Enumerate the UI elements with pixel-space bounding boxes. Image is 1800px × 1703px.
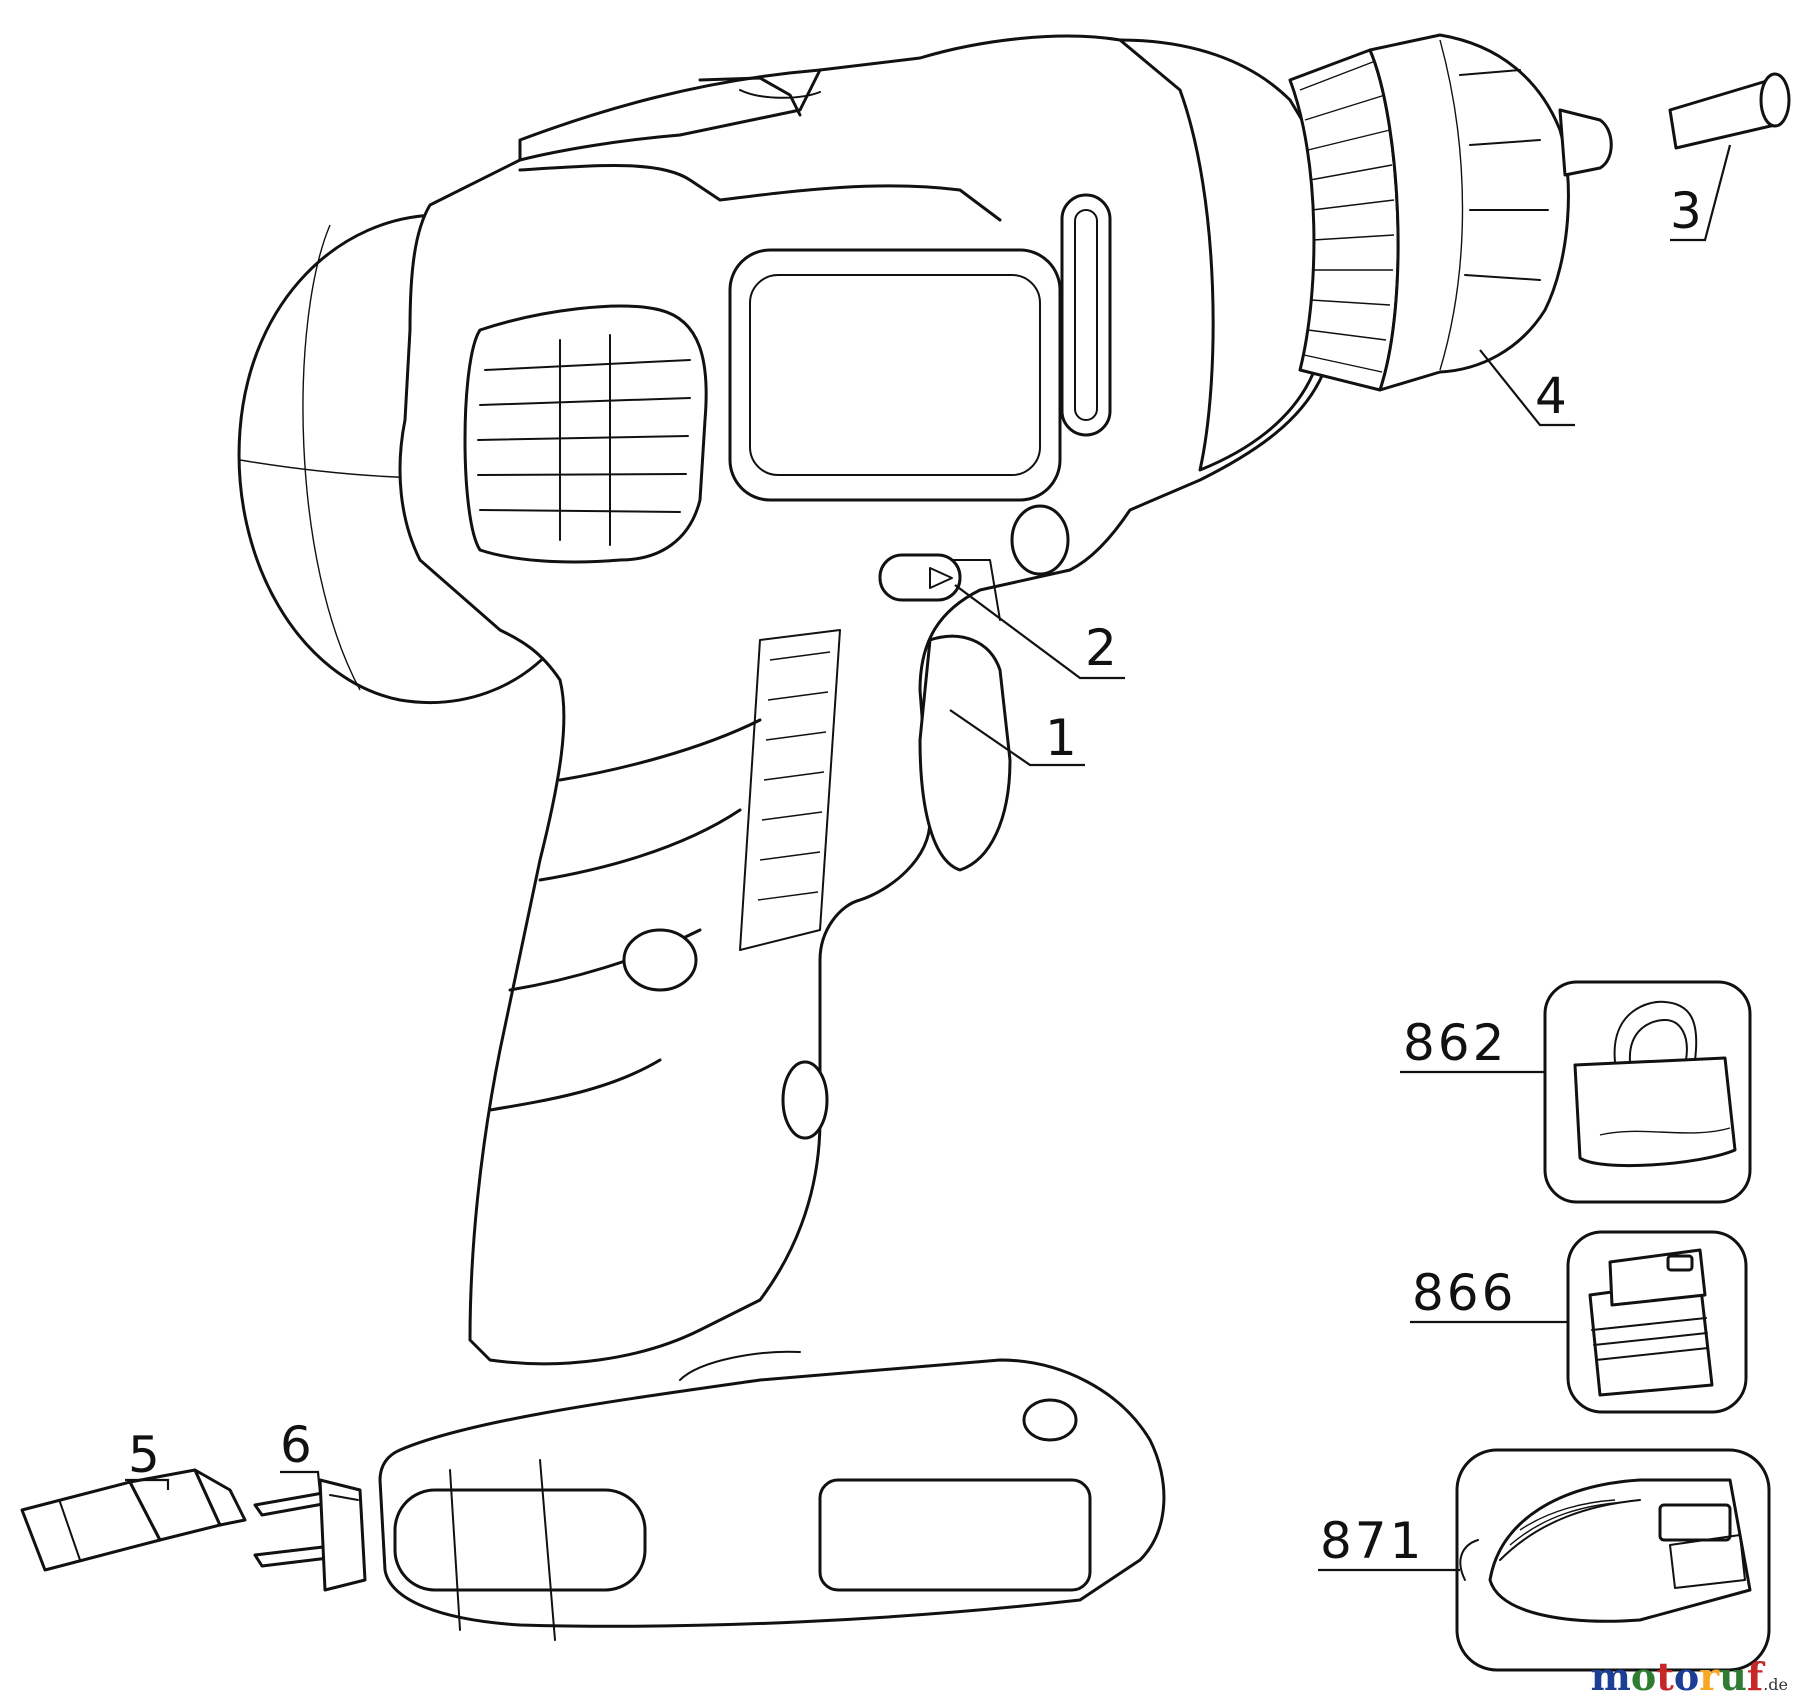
watermark-letter: m [1590, 1654, 1631, 1699]
callout-number-5: 5 [128, 1426, 160, 1484]
vent-slats [477, 334, 691, 546]
direction-switch [878, 553, 962, 602]
clutch-ribs [1299, 59, 1395, 373]
accessory-number-862: 862 [1403, 1014, 1507, 1072]
chuck-grip-ribs [1439, 39, 1549, 371]
callout-3: 3 [1670, 144, 1732, 242]
accessory-866: 866 [1410, 1230, 1748, 1414]
watermark-letter: t [1656, 1654, 1674, 1699]
callout-4: 4 [1479, 349, 1575, 427]
callout-2: 2 [954, 584, 1125, 680]
accessory-862: 862 [1400, 980, 1752, 1204]
battery-release-latch [393, 1488, 647, 1592]
callout-1: 1 [949, 709, 1085, 767]
rear-vent-grille [463, 304, 708, 564]
chuck-nose [1558, 108, 1613, 177]
part-6-drawing [253, 1478, 367, 1592]
watermark-letter: r [1699, 1654, 1720, 1699]
label-panel [728, 248, 1062, 502]
watermark-letter: f [1746, 1654, 1764, 1699]
watermark-letter: o [1630, 1654, 1657, 1699]
callout-number-4: 4 [1535, 367, 1567, 425]
watermark-letter: o [1673, 1654, 1700, 1699]
bag-icon [1573, 1000, 1737, 1168]
main-housing [398, 34, 1346, 1366]
battery-pack-icon [1588, 1248, 1714, 1397]
bit-holder-boss [1010, 504, 1070, 576]
watermark-suffix: .de [1763, 1675, 1788, 1694]
charger-icon [1459, 1478, 1752, 1623]
drill-drawing [237, 33, 1613, 1641]
battery-label-window [818, 1478, 1092, 1592]
callout-number-1: 1 [1045, 709, 1077, 767]
accessory-871: 871 [1318, 1448, 1771, 1672]
motoruf-watermark-logo: motoruf.de [1591, 1654, 1788, 1699]
accessory-number-866: 866 [1412, 1264, 1516, 1322]
callout-5: 5 [125, 1426, 170, 1490]
grip-screw-boss [622, 928, 698, 992]
handle-screw-boss [781, 1060, 829, 1140]
trigger [918, 634, 1012, 872]
callout-number-2: 2 [1085, 619, 1117, 677]
base-screw-boss [1022, 1398, 1078, 1442]
part-3-drawing [1668, 72, 1791, 150]
watermark-letter: u [1719, 1654, 1747, 1699]
callout-number-6: 6 [280, 1416, 312, 1474]
callout-6: 6 [280, 1416, 322, 1494]
keyless-chuck [1368, 33, 1570, 392]
side-slot [1060, 193, 1112, 437]
callout-number-3: 3 [1670, 182, 1702, 240]
gearbox-housing [1118, 38, 1336, 472]
accessory-number-871: 871 [1320, 1512, 1424, 1570]
part-5-drawing [20, 1468, 247, 1572]
